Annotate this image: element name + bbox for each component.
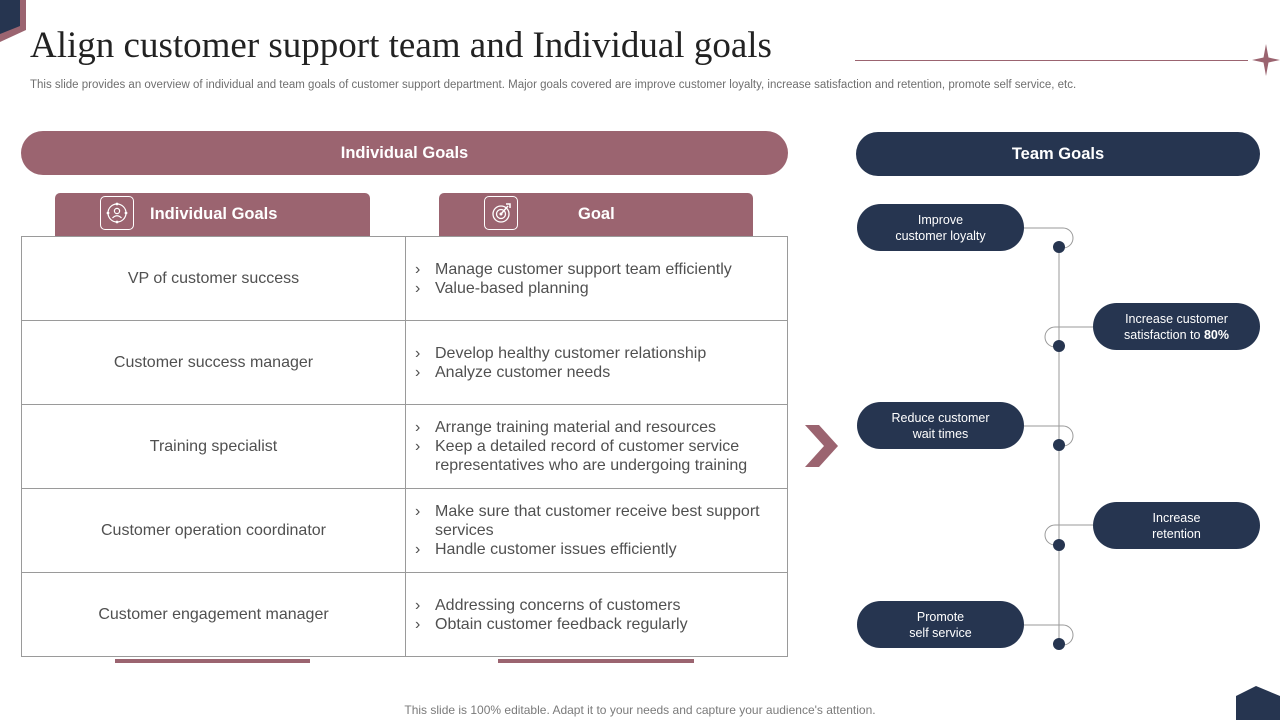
team-goal-node: Promote self service [857, 601, 1024, 648]
team-goal-emphasis: 80% [1203, 327, 1229, 342]
bullet-chevron-icon: › [415, 596, 421, 614]
team-goal-node: Improve customer loyalty [857, 204, 1024, 251]
table-row: Customer engagement manager › Addressing c… [21, 572, 788, 657]
bullet-chevron-icon: › [415, 260, 421, 278]
column-label-goal: Goal [578, 205, 615, 223]
goal-text: Obtain customer feedback regularly [435, 615, 688, 633]
bullet-chevron-icon: › [415, 363, 421, 381]
individual-goals-header: Individual Goals [21, 131, 788, 175]
goal-item: › Value-based planning [414, 279, 787, 298]
bullet-chevron-icon: › [415, 541, 421, 558]
target-icon [484, 196, 518, 230]
goal-item: › Obtain customer feedback regularly [414, 615, 787, 634]
goal-item: › Keep a detailed record of customer serv… [414, 437, 787, 475]
goal-item: › Analyze customer needs [414, 363, 787, 382]
goal-item: › Handle customer issues efficiently [414, 540, 787, 559]
goal-item: › Manage customer support team efficientl… [414, 260, 787, 279]
goal-item: › Addressing concerns of customers [414, 596, 787, 615]
team-goal-text: Improve customer loyalty [895, 212, 986, 243]
corner-decoration-bottom-right [1236, 686, 1280, 720]
role-cell: Customer success manager [21, 320, 406, 405]
team-goal-node: Reduce customer wait times [857, 402, 1024, 449]
table-row: Training specialist›Arrange training mat… [21, 404, 788, 489]
table-bottom-accent-right [498, 659, 694, 663]
goal-text: Develop healthy customer relationship [435, 344, 707, 362]
footer-note: This slide is 100% editable. Adapt it to… [404, 703, 876, 717]
bullet-chevron-icon: › [415, 419, 421, 436]
goal-text: Addressing concerns of customers [435, 596, 681, 614]
goal-text: Handle customer issues efficiently [435, 541, 677, 558]
goal-cell: › Develop healthy customer relationship › A… [405, 320, 788, 405]
team-goals-header-label: Team Goals [1011, 144, 1105, 163]
goal-item: › Develop healthy customer relationship [414, 344, 787, 363]
sparkle-icon [1252, 44, 1280, 76]
users-network-icon [100, 196, 134, 230]
bullet-chevron-icon: › [415, 438, 421, 455]
column-tab-individual-goals: Individual Goals [55, 193, 370, 236]
chevron-right-icon [805, 425, 838, 467]
team-goal-node: Increase retention [1093, 502, 1260, 549]
table-row: VP of customer success › Manage customer s… [21, 236, 788, 321]
corner-decoration-top-left [0, 0, 26, 42]
column-tab-goal: Goal [439, 193, 753, 236]
role-cell: Customer engagement manager [21, 572, 406, 657]
table-row: Customer operation coordinator › Make sure… [21, 488, 788, 573]
table-row: Customer success manager › Develop healthy… [21, 320, 788, 405]
page-title: Align customer support team and Individu… [30, 25, 772, 66]
team-goal-text: Promote self service [909, 609, 972, 640]
goal-cell: › Arrange training material and resources… [405, 404, 788, 489]
goal-text: Arrange training material and resources [435, 419, 717, 436]
column-label-individual-goals: Individual Goals [150, 205, 278, 223]
goal-text: Make sure that customer receive best sup… [435, 503, 760, 539]
goal-text: Manage customer support team efficiently [435, 260, 732, 278]
goal-item: › Arrange training material and resources [414, 418, 787, 437]
goal-text: Analyze customer needs [435, 363, 611, 381]
bullet-chevron-icon: › [415, 503, 421, 520]
individual-goals-table: VP of customer success › Manage customer s… [21, 236, 788, 657]
bullet-chevron-icon: › [415, 344, 421, 362]
team-goal-text: Increase retention [1152, 510, 1201, 541]
goal-cell: › Addressing concerns of customers › Obtain… [405, 572, 788, 657]
bullet-chevron-icon: › [415, 615, 421, 633]
goal-text: Value-based planning [435, 279, 589, 297]
bullet-chevron-icon: › [415, 279, 421, 297]
goal-cell: › Make sure that customer receive best su… [405, 488, 788, 573]
page-subtitle: This slide provides an overview of indiv… [30, 79, 1077, 91]
goal-cell: › Manage customer support team efficientl… [405, 236, 788, 321]
title-divider [855, 60, 1248, 61]
team-goal-text: Increase customer satisfaction to [1124, 311, 1228, 342]
goal-item: › Make sure that customer receive best su… [414, 502, 787, 540]
role-cell: VP of customer success [21, 236, 406, 321]
team-goal-node: Increase customer satisfaction to 80% [1093, 303, 1260, 350]
role-cell: Customer operation coordinator [21, 488, 406, 573]
team-goal-text: Reduce customer wait times [891, 410, 990, 441]
table-bottom-accent-left [115, 659, 310, 663]
team-goals-header: Team Goals [856, 132, 1260, 176]
individual-goals-header-label: Individual Goals [340, 143, 469, 162]
goal-text: Keep a detailed record of customer servi… [435, 438, 748, 474]
